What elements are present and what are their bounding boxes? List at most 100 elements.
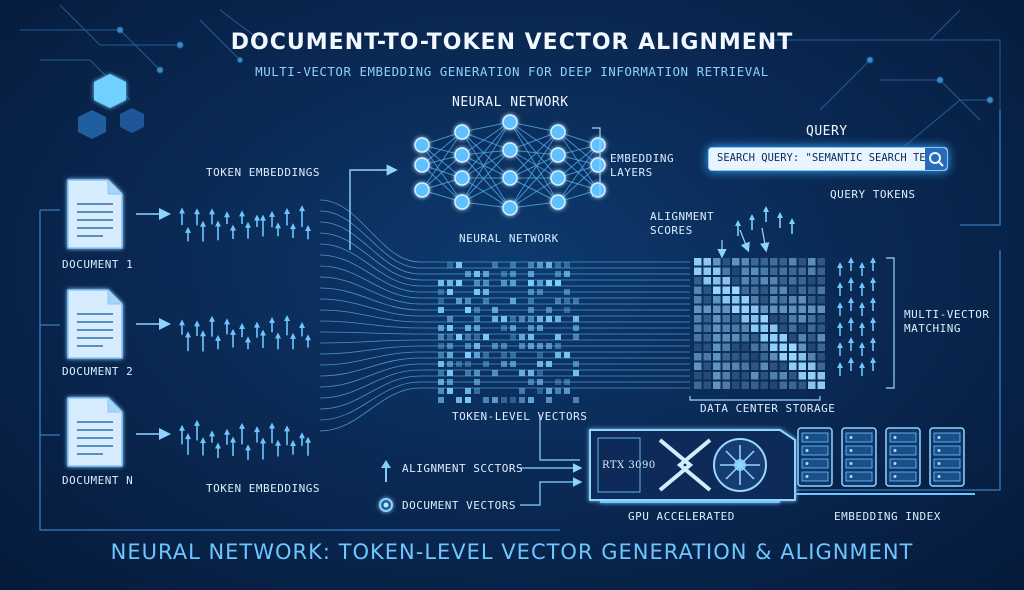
heatmap-cell bbox=[798, 334, 806, 342]
heatmap-cell bbox=[703, 315, 711, 323]
nn-edge bbox=[461, 149, 511, 179]
vector-cell bbox=[555, 352, 561, 358]
vector-cell bbox=[483, 298, 489, 304]
heatmap-cell bbox=[751, 258, 759, 266]
vector-cell bbox=[456, 280, 462, 286]
heatmap-cell bbox=[770, 258, 778, 266]
embedding-index-label: EMBEDDING INDEX bbox=[834, 510, 941, 523]
heatmap-cell bbox=[760, 258, 768, 266]
vector-cell bbox=[447, 361, 453, 367]
stream-line bbox=[319, 254, 690, 293]
vector-cell bbox=[528, 262, 534, 268]
heatmap-cell bbox=[789, 258, 797, 266]
vector-cell bbox=[483, 334, 489, 340]
legend-alignment-label: ALIGNMENT SCCTORS bbox=[402, 462, 524, 475]
heatmap-cell bbox=[808, 267, 816, 275]
stream-line bbox=[319, 287, 690, 311]
stream-line bbox=[319, 232, 690, 281]
nn-edge bbox=[509, 201, 559, 209]
vector-cell bbox=[510, 298, 516, 304]
heatmap-cell bbox=[779, 353, 787, 361]
heatmap-cell bbox=[751, 324, 759, 332]
nn-node bbox=[454, 147, 470, 163]
heatmap-cell bbox=[694, 305, 702, 313]
nn-edge bbox=[461, 121, 511, 203]
server-rack bbox=[841, 427, 877, 487]
heatmap-cell bbox=[703, 267, 711, 275]
vector-cell bbox=[474, 334, 480, 340]
heatmap-cell bbox=[789, 343, 797, 351]
hexagon-decoration bbox=[78, 74, 144, 139]
heatmap-cell bbox=[694, 267, 702, 275]
nn-edge bbox=[461, 149, 511, 156]
token-level-vectors-label: TOKEN-LEVEL VECTORS bbox=[452, 410, 588, 423]
heatmap-cell bbox=[798, 353, 806, 361]
nn-node bbox=[454, 170, 470, 186]
heatmap-cell bbox=[770, 362, 778, 370]
stream-line bbox=[319, 331, 690, 335]
heatmap-cell bbox=[760, 296, 768, 304]
vector-cell bbox=[492, 343, 498, 349]
neural-network-graph bbox=[414, 114, 606, 216]
heatmap-cell bbox=[741, 324, 749, 332]
heatmap-cell bbox=[732, 305, 740, 313]
nn-edge bbox=[509, 121, 559, 133]
vector-cell bbox=[519, 343, 525, 349]
heatmap-cell bbox=[817, 372, 825, 380]
heatmap-cell bbox=[789, 381, 797, 389]
heatmap-cell bbox=[817, 277, 825, 285]
vector-cell bbox=[537, 352, 543, 358]
server-unit bbox=[933, 432, 961, 443]
vector-cell bbox=[465, 334, 471, 340]
server-led bbox=[849, 449, 853, 452]
heatmap-cell bbox=[713, 305, 721, 313]
vector-cell bbox=[555, 262, 561, 268]
vector-cell bbox=[456, 262, 462, 268]
heatmap-cell bbox=[722, 315, 730, 323]
vector-cell bbox=[573, 298, 579, 304]
server-unit bbox=[889, 432, 917, 443]
heatmap-cell bbox=[770, 334, 778, 342]
search-icon[interactable] bbox=[925, 148, 947, 170]
vector-cell bbox=[465, 352, 471, 358]
vector-cell bbox=[555, 298, 561, 304]
heatmap-cell bbox=[808, 296, 816, 304]
vector-cell bbox=[474, 352, 480, 358]
heatmap-cell bbox=[722, 372, 730, 380]
vector-cell bbox=[474, 343, 480, 349]
heatmap-cell bbox=[703, 324, 711, 332]
heatmap-cell bbox=[694, 315, 702, 323]
vector-cell bbox=[447, 316, 453, 322]
search-query-box[interactable]: SEARCH QUERY: "SEMANTIC SEARCH TECH" bbox=[708, 147, 948, 171]
vector-cell bbox=[537, 325, 543, 331]
nn-edge bbox=[509, 121, 559, 203]
vector-cell bbox=[483, 280, 489, 286]
vector-cell bbox=[438, 361, 444, 367]
multi-vector-matching-label: MULTI-VECTOR MATCHING bbox=[904, 308, 990, 335]
multi-vector-arrows bbox=[837, 257, 876, 376]
server-unit bbox=[889, 458, 917, 469]
vector-cell bbox=[555, 379, 561, 385]
heatmap-cell bbox=[760, 334, 768, 342]
stream-line bbox=[319, 387, 690, 432]
vector-cell bbox=[474, 388, 480, 394]
vector-cell bbox=[510, 280, 516, 286]
heatmap-cell bbox=[722, 353, 730, 361]
vector-cell bbox=[546, 316, 552, 322]
heatmap-cell bbox=[789, 305, 797, 313]
vector-cell bbox=[465, 298, 471, 304]
vector-cell bbox=[438, 298, 444, 304]
heatmap-cell bbox=[798, 362, 806, 370]
heatmap-cell bbox=[703, 296, 711, 304]
heatmap-cell bbox=[751, 381, 759, 389]
vector-cell bbox=[501, 343, 507, 349]
page-title: DOCUMENT-TO-TOKEN VECTOR ALIGNMENT bbox=[230, 30, 794, 55]
query-label: QUERY bbox=[806, 124, 848, 139]
vector-cell bbox=[447, 388, 453, 394]
vector-cell bbox=[492, 262, 498, 268]
heatmap-cell bbox=[798, 381, 806, 389]
vector-cell bbox=[438, 352, 444, 358]
nn-node bbox=[590, 182, 606, 198]
heatmap-cell bbox=[741, 362, 749, 370]
vector-cell bbox=[501, 361, 507, 367]
